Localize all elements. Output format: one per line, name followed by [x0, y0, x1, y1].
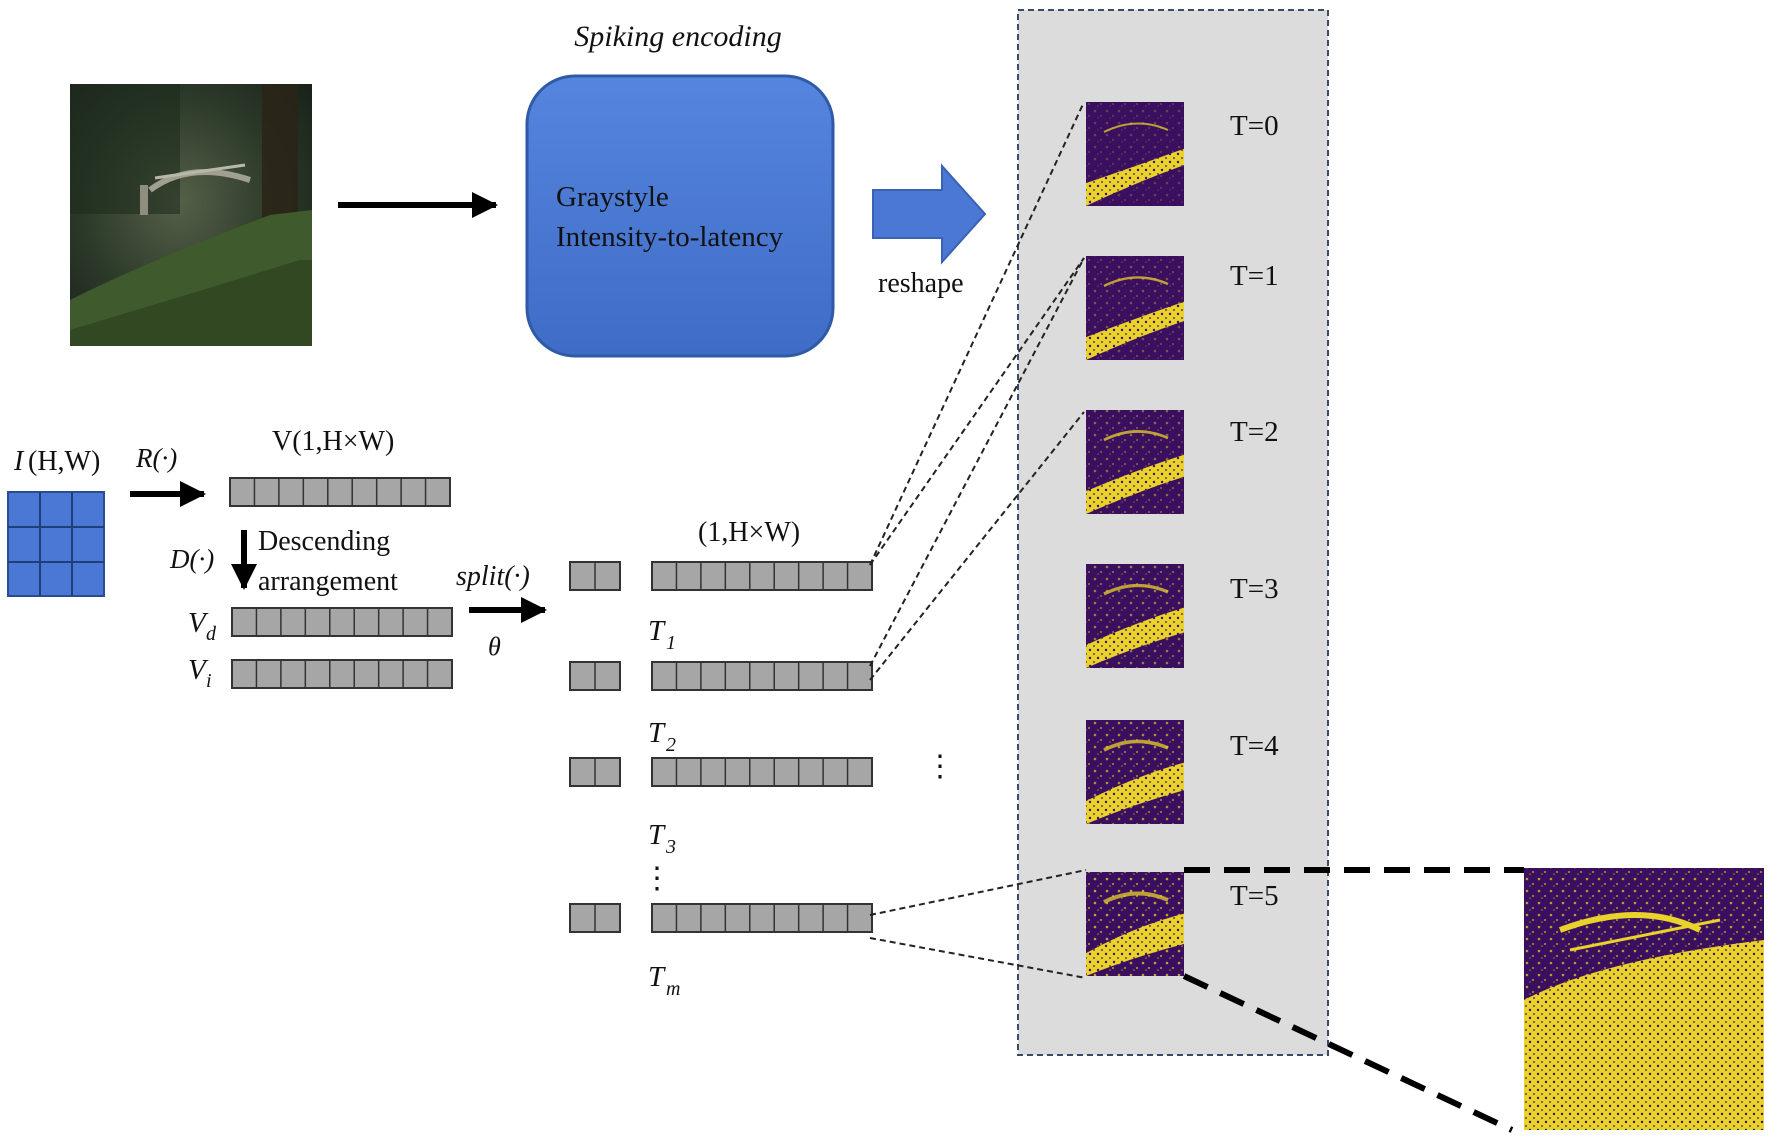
- spike-frame-2: [1086, 410, 1184, 514]
- reshape-op-label: R(·): [135, 443, 177, 473]
- input-label-var: I: [13, 446, 25, 477]
- timestep-label-5: T=5: [1230, 880, 1279, 912]
- chunk-label-main-1: T: [648, 615, 666, 647]
- chunk-label-main-4: T: [648, 961, 666, 993]
- encoder-box: [525, 74, 835, 358]
- timestep-label-4: T=4: [1230, 730, 1279, 762]
- chunk-large-4: [651, 903, 873, 933]
- timestep-label-1: T=1: [1230, 260, 1279, 292]
- chunk-label-sub-3: 3: [665, 836, 676, 858]
- chunk-label-main-3: T: [648, 819, 666, 851]
- zoomed-spike-image: [1524, 868, 1764, 1130]
- vector-v: [229, 477, 451, 507]
- chunk-small-4: [569, 903, 621, 933]
- spike-frame-3: [1086, 564, 1184, 668]
- theta-label: θ: [488, 632, 501, 661]
- reshape-label: reshape: [878, 268, 964, 299]
- chunk-large-3: [651, 757, 873, 787]
- chunk-large-1: [651, 561, 873, 591]
- reshape-arrow: [872, 163, 987, 265]
- encoder-line1: Graystyle: [556, 181, 669, 213]
- chunk-label-sub-1: 1: [666, 632, 676, 654]
- vector-v-label: V(1,H×W): [272, 426, 394, 457]
- chunk-label-main-2: T: [648, 717, 666, 749]
- input-label-args: (H,W): [28, 446, 100, 477]
- chunk-small-1: [569, 561, 621, 591]
- descending-label-line2: arrangement: [258, 566, 398, 597]
- encoder-title: Spiking encoding: [574, 20, 781, 53]
- timestep-label-0: T=0: [1230, 110, 1279, 142]
- chunk-label: (1,H×W): [698, 517, 800, 548]
- zoom-connectors: [1182, 867, 1524, 1133]
- spike-frame-4: [1086, 720, 1184, 824]
- encoder-line2: Intensity-to-latency: [556, 221, 784, 253]
- timestep-label-2: T=2: [1230, 416, 1279, 448]
- vector-vd: [231, 607, 453, 637]
- chunk-small-3: [569, 757, 621, 787]
- spike-frame-5: [1086, 872, 1184, 976]
- spike-frame-0: [1086, 102, 1184, 206]
- split-op-label: split(·): [456, 561, 530, 592]
- ellipsis-left: ⋮: [642, 862, 672, 895]
- input-photo: [70, 84, 312, 346]
- timestep-label-3: T=3: [1230, 573, 1279, 605]
- vector-vi-label-main: V: [188, 654, 209, 686]
- connector-lines: [869, 101, 1087, 979]
- chunk-large-2: [651, 661, 873, 691]
- chunk-label-sub-4: m: [666, 978, 680, 1000]
- chunk-label-sub-2: 2: [666, 734, 676, 756]
- vector-vd-label-sub: d: [206, 623, 217, 645]
- descending-op-label: D(·): [169, 544, 214, 574]
- descending-label-line1: Descending: [258, 526, 390, 557]
- vector-vi: [231, 659, 453, 689]
- ellipsis-right: ⋮: [925, 750, 955, 783]
- input-grid: [7, 491, 105, 597]
- vector-vi-label-sub: i: [206, 670, 212, 692]
- spike-frame-1: [1086, 256, 1184, 360]
- chunk-small-2: [569, 661, 621, 691]
- vector-vd-label-main: V: [188, 607, 209, 639]
